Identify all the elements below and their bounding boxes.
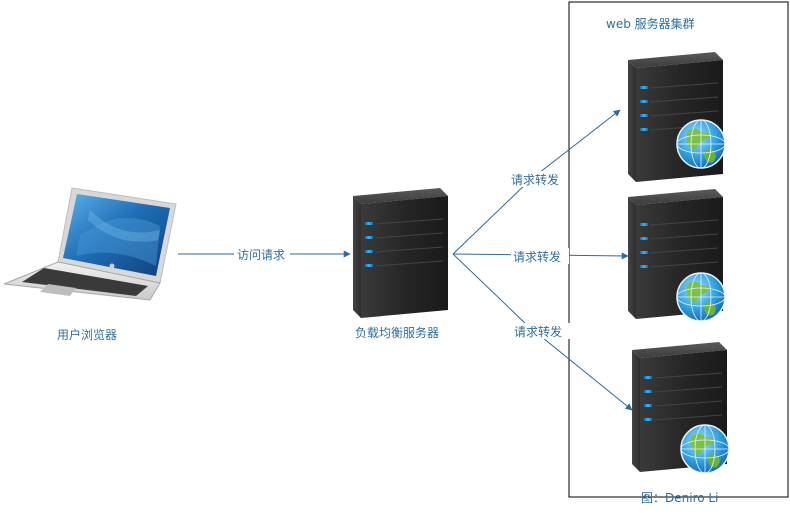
- cluster-title: web 服务器集群: [606, 16, 695, 31]
- request-label-bg: [234, 246, 290, 262]
- forward-label-1: 请求转发: [511, 172, 559, 187]
- load-balancer-label: 负载均衡服务器: [355, 325, 439, 340]
- forward-label-3: 请求转发: [514, 324, 562, 339]
- forward-label-3-bg: [512, 323, 570, 339]
- credit-label: 图：Deniro Li: [641, 491, 718, 505]
- load-balancer-server-icon: [352, 187, 449, 319]
- forward-label-1-bg: [509, 171, 567, 187]
- globe-icon: [676, 272, 726, 322]
- globe-icon: [680, 424, 730, 474]
- client-label: 用户浏览器: [57, 327, 117, 342]
- laptop-icon: [3, 187, 177, 301]
- request-label: 访问请求: [237, 248, 285, 262]
- forward-label-2: 请求转发: [513, 249, 561, 264]
- forward-label-2-bg: [511, 248, 569, 264]
- globe-icon: [676, 119, 726, 169]
